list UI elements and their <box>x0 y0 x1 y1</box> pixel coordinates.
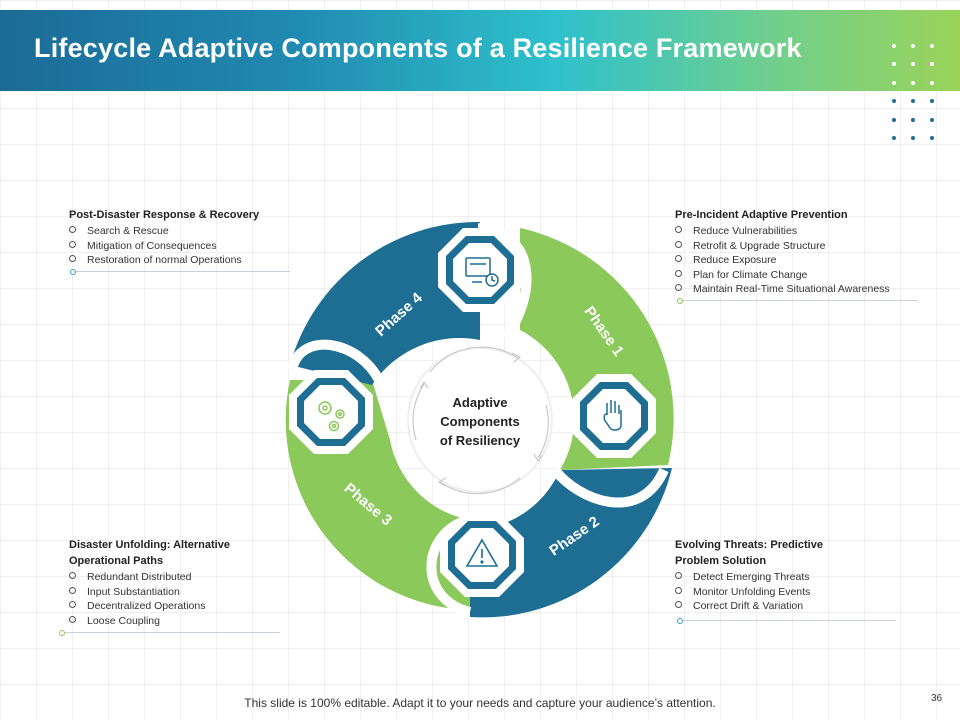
list-item: Search & Rescue <box>69 224 259 239</box>
phase-3-badge <box>289 370 373 454</box>
divider <box>59 630 280 636</box>
divider <box>70 269 290 275</box>
list-item: Redundant Distributed <box>69 570 230 585</box>
list-item: Mitigation of Consequences <box>69 239 259 254</box>
center-line-1: Adaptive <box>453 395 508 410</box>
phase-4-badge <box>438 228 522 312</box>
center-line-2: Components <box>440 414 519 429</box>
title-banner <box>0 10 960 91</box>
page-number: 36 <box>931 693 943 704</box>
list-item: Maintain Real-Time Situational Awareness <box>675 282 890 297</box>
list-item: Plan for Climate Change <box>675 268 890 283</box>
warning-triangle-icon <box>465 538 499 567</box>
phase-1-badge <box>572 374 656 458</box>
list-item: Retrofit & Upgrade Structure <box>675 239 890 254</box>
list-item: Monitor Unfolding Events <box>675 585 823 600</box>
divider <box>677 618 896 624</box>
list-item: Reduce Exposure <box>675 253 890 268</box>
list-item: Input Substantiation <box>69 585 230 600</box>
footer-note: This slide is 100% editable. Adapt it to… <box>244 696 716 710</box>
page-title: Lifecycle Adaptive Components of a Resil… <box>34 33 802 63</box>
center-hub <box>407 347 553 493</box>
panel-post-disaster: Post-Disaster Response & Recovery Search… <box>69 207 259 268</box>
list-item: Correct Drift & Variation <box>675 599 823 614</box>
list-item: Decentralized Operations <box>69 599 230 614</box>
list-item: Restoration of normal Operations <box>69 253 259 268</box>
list-item: Detect Emerging Threats <box>675 570 823 585</box>
panel-title: Post-Disaster Response & Recovery <box>69 209 260 221</box>
monitor-clock-icon <box>465 257 499 287</box>
hand-stop-icon <box>603 400 622 431</box>
divider <box>677 298 918 304</box>
list-item: Loose Coupling <box>69 614 230 629</box>
panel-pre-incident: Pre-Incident Adaptive Prevention Reduce … <box>675 207 890 297</box>
gears-icon <box>318 401 345 432</box>
center-line-3: of Resiliency <box>440 433 521 448</box>
list-item: Reduce Vulnerabilities <box>675 224 890 239</box>
panel-title: Pre-Incident Adaptive Prevention <box>675 209 848 221</box>
